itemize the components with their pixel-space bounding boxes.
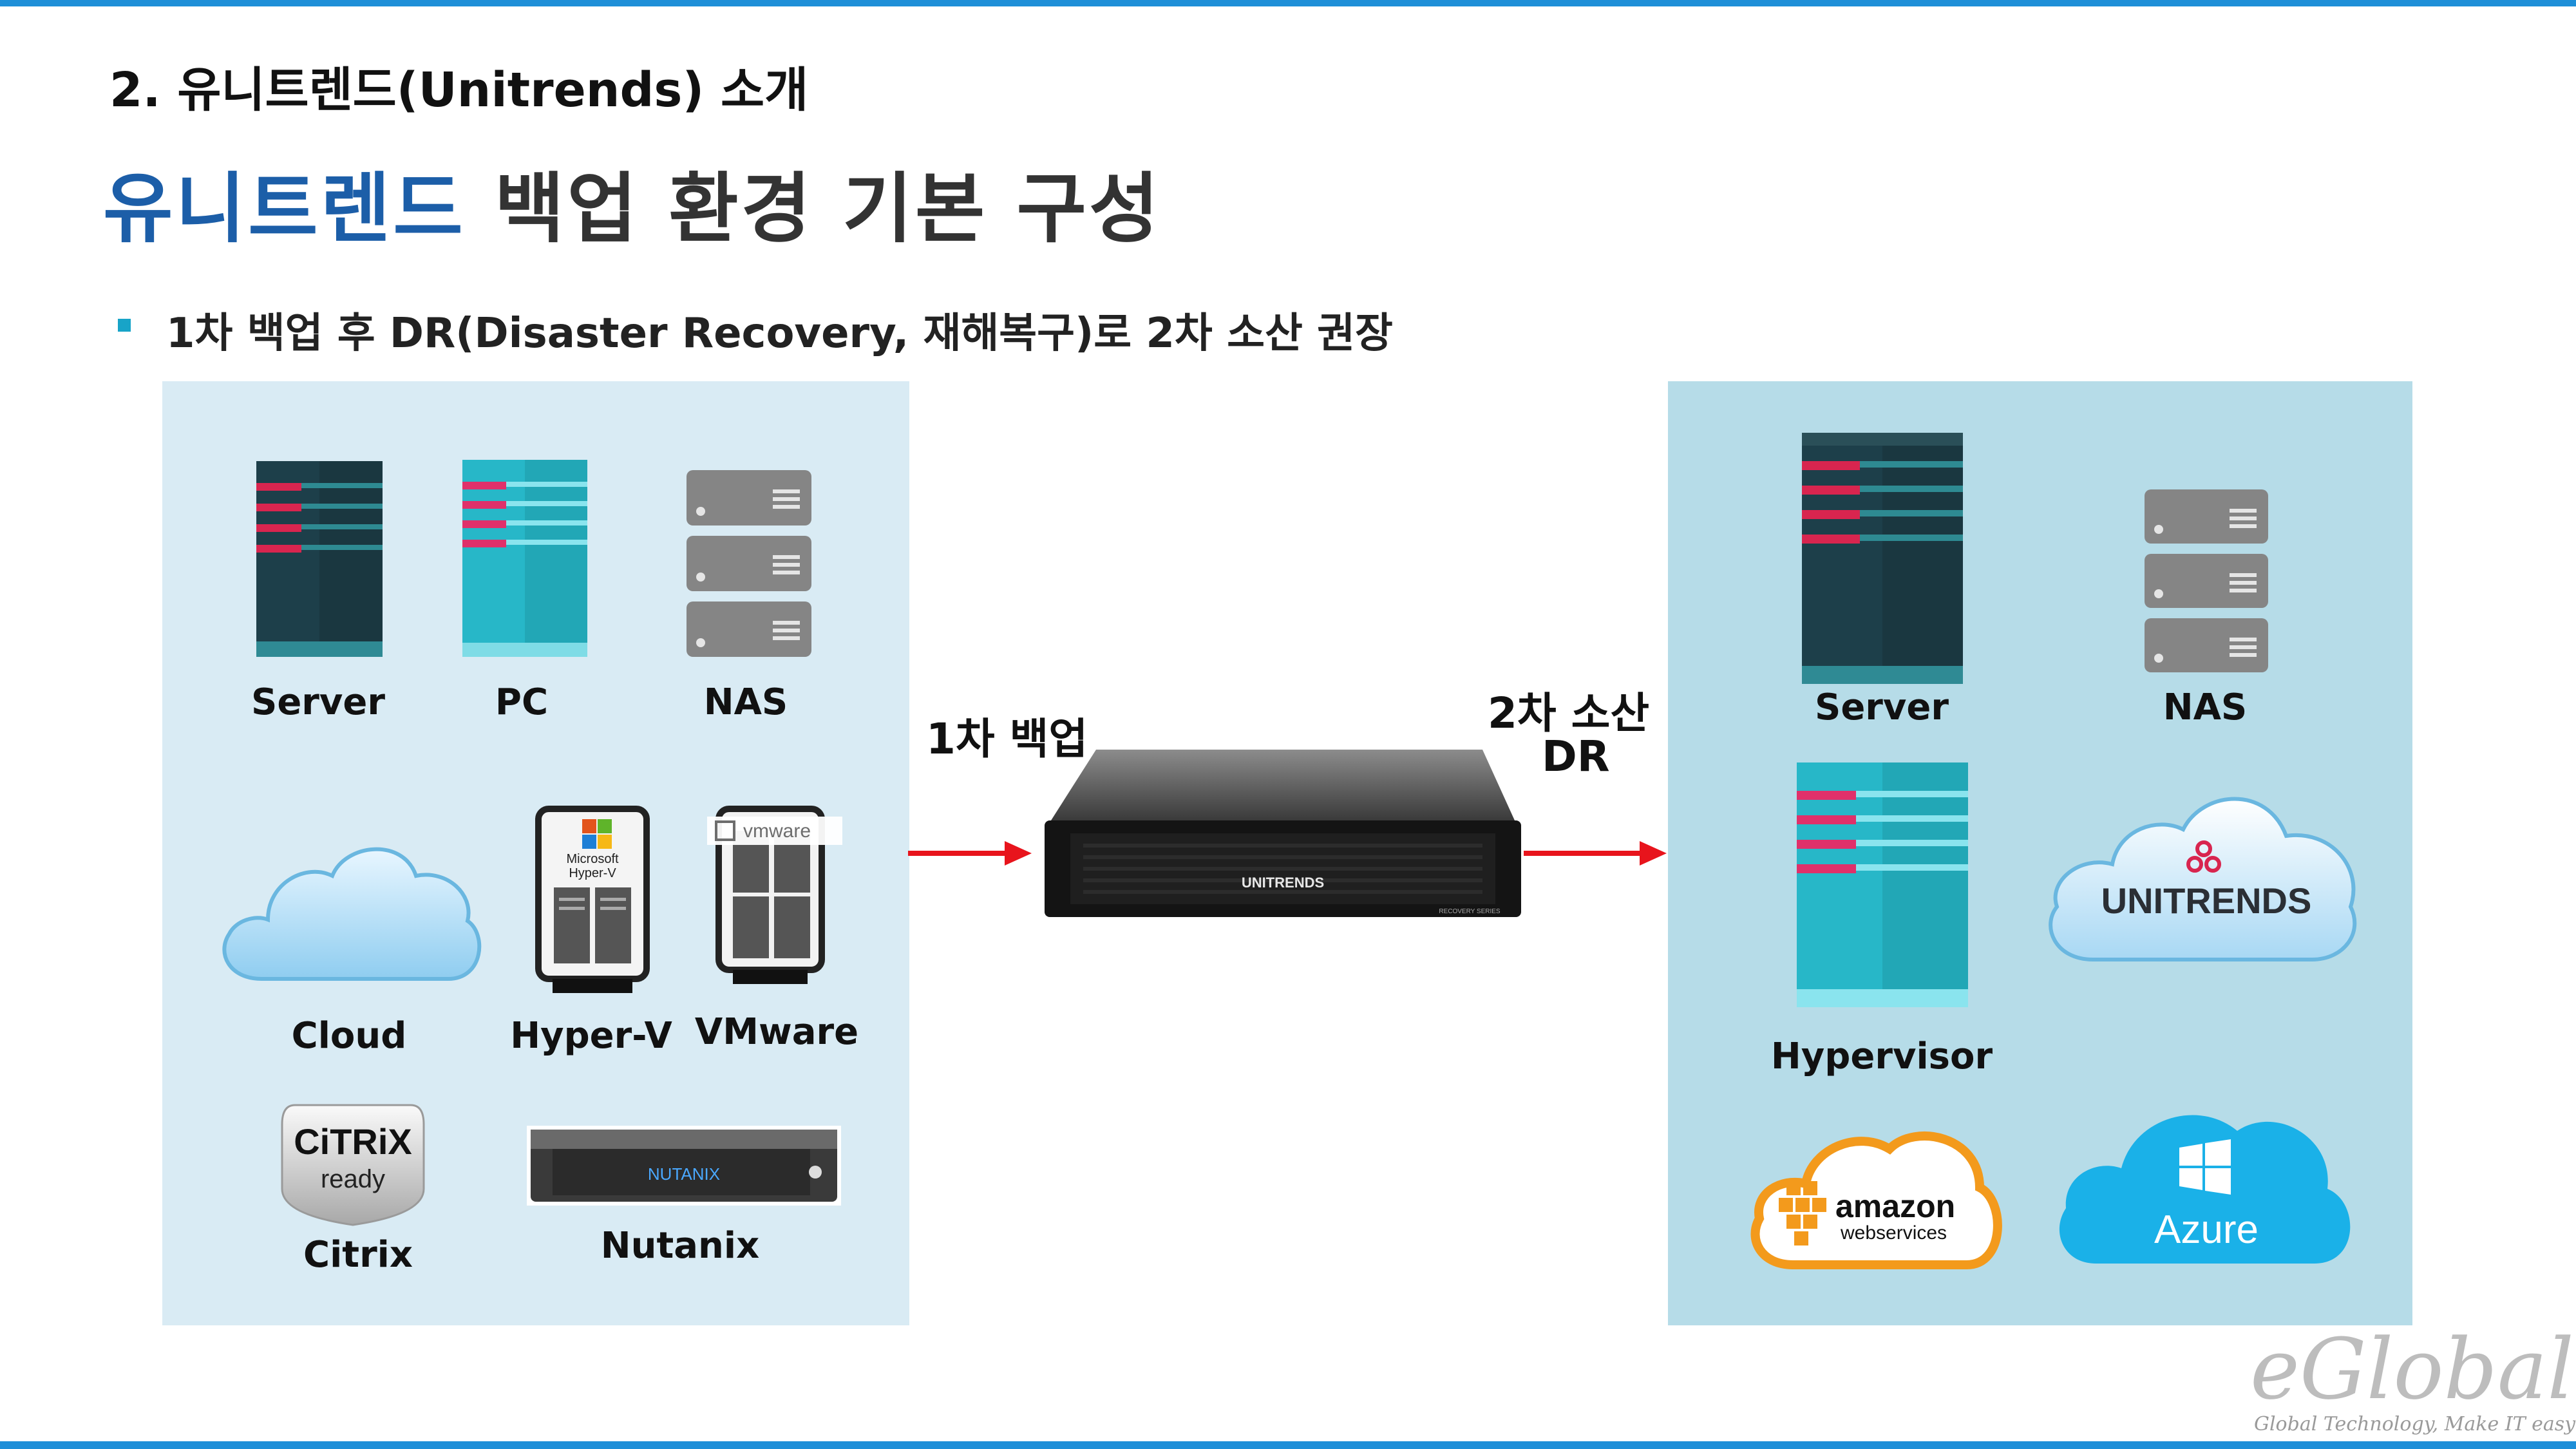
primary-backup-label: 1차 백업 [926, 714, 1088, 764]
citrix-logo-sub: ready [321, 1165, 385, 1193]
eglobal-tagline: Global Technology, Make IT easy [2254, 1413, 2576, 1435]
cloud-label: Cloud [291, 1015, 407, 1057]
title-rest: 백업 환경 기본 구성 [465, 164, 1162, 253]
server-label: Server [251, 681, 386, 723]
section-subtitle: 2. 유니트렌드(Unitrends) 소개 [109, 62, 809, 118]
nas-icon [2145, 489, 2268, 672]
pc-icon [462, 460, 587, 657]
citrix-label: Citrix [303, 1234, 413, 1276]
vmware-icon: vmware [707, 806, 842, 984]
appliance-model: RECOVERY SERIES [1439, 908, 1501, 915]
nas-label: NAS [703, 681, 788, 723]
vmware-label: VMware [694, 1011, 859, 1053]
citrix-logo-text: CiTRiX [294, 1121, 412, 1162]
aws-cloud-logo: amazon webservices [1750, 1132, 2002, 1269]
secondary-dr-line1: 2차 소산 [1488, 688, 1650, 738]
top-accent-bar [0, 0, 2576, 6]
nutanix-logo-text: NUTANIX [648, 1164, 720, 1184]
server-icon [1802, 433, 1963, 684]
aws-logo-sub: webservices [1840, 1222, 1947, 1244]
secondary-dr-arrow [1524, 841, 1667, 866]
title-accent: 유니트렌드 [103, 164, 466, 253]
citrix-ready-logo: CiTRiX ready [281, 1104, 425, 1226]
eglobal-logo: eGlobal [2250, 1320, 2574, 1418]
secondary-dr-line2: DR [1542, 732, 1610, 781]
azure-logo-text: Azure [2154, 1208, 2259, 1252]
nutanix-label: Nutanix [600, 1225, 760, 1267]
bottom-accent-bar [0, 1441, 2576, 1449]
appliance-brand: UNITRENDS [1242, 875, 1324, 891]
unitrends-logo-text: UNITRENDS [2101, 880, 2312, 921]
bullet-square-icon [118, 319, 131, 332]
hyperv-icon: Microsoft Hyper-V [535, 806, 650, 993]
dr-server-label: Server [1814, 687, 1949, 728]
dr-nas-label: NAS [2163, 687, 2248, 728]
bullet-text: 1차 백업 후 DR(Disaster Recovery, 재해복구)로 2차 … [166, 310, 1393, 357]
vmware-logo-text: vmware [743, 820, 811, 842]
hyperv-logo-top: Microsoft [566, 852, 619, 866]
unitrends-cloud-logo: UNITRENDS [2049, 797, 2357, 961]
hypervisor-icon [1797, 762, 1968, 1007]
server-icon [256, 461, 383, 657]
hypervisor-label: Hypervisor [1770, 1036, 1993, 1077]
cloud-icon [222, 847, 482, 981]
unitrends-appliance-icon: UNITRENDS RECOVERY SERIES [1045, 750, 1521, 917]
aws-logo-text: amazon [1835, 1188, 1955, 1224]
hyperv-logo-bottom: Hyper-V [569, 866, 616, 880]
page-title: 유니트렌드 백업 환경 기본 구성 [103, 147, 1162, 257]
nutanix-appliance-icon: NUTANIX [527, 1126, 841, 1206]
primary-backup-arrow [908, 841, 1032, 866]
azure-cloud-logo: Azure [2059, 1115, 2351, 1264]
pc-label: PC [495, 681, 549, 723]
nas-icon [687, 470, 811, 657]
hyperv-label: Hyper-V [510, 1015, 672, 1057]
